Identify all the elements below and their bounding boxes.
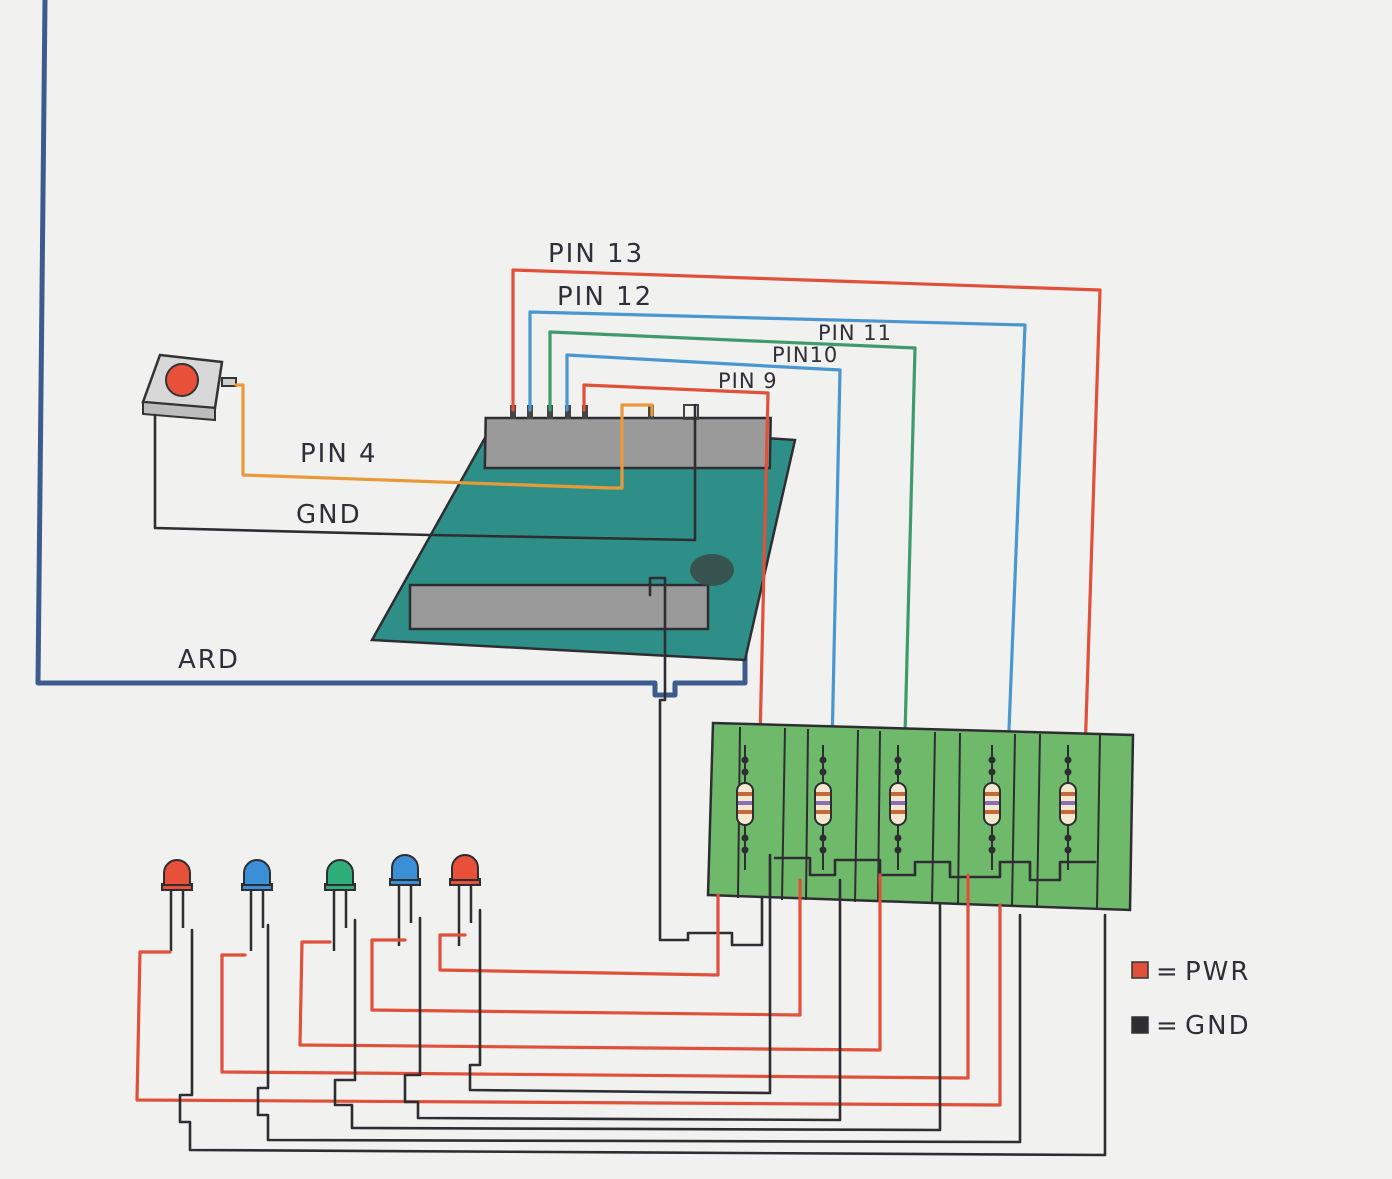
breadboard — [706, 721, 1135, 912]
chip — [690, 554, 734, 586]
label-pin10: PIN10 — [772, 343, 838, 367]
resistor-band — [891, 792, 905, 796]
button-gnd-wire — [153, 403, 697, 542]
breadboard-hole — [741, 834, 749, 842]
resistor-band — [738, 801, 752, 805]
led-wiring — [135, 853, 1107, 1157]
led-5 — [449, 854, 481, 946]
resistor-band — [985, 792, 999, 796]
pin4-wire — [234, 383, 654, 490]
label-gnd: GND — [296, 500, 362, 530]
legend: = PWR = GND — [1131, 957, 1251, 1041]
push-button[interactable] — [141, 353, 237, 422]
resistor-5 — [1059, 745, 1077, 870]
breadboard-hole — [894, 834, 902, 842]
legend-text-pwr: PWR — [1185, 957, 1250, 987]
board-gnd-wire — [648, 576, 792, 947]
led-4 — [389, 854, 421, 946]
resistor-band — [891, 810, 905, 814]
digital-header — [483, 416, 772, 470]
breadboard-hole — [894, 768, 902, 776]
resistor-4 — [983, 745, 1001, 870]
breadboard-hole — [1064, 846, 1072, 854]
label-ard: ARD — [178, 645, 240, 675]
resistor-band — [738, 810, 752, 814]
breadboard-hole — [988, 756, 996, 764]
breadboard-hole — [988, 846, 996, 854]
breadboard-hole — [1064, 756, 1072, 764]
led-dome — [163, 859, 191, 886]
breadboard-hole — [819, 846, 827, 854]
arduino-board — [369, 404, 797, 662]
led-3 — [324, 859, 356, 951]
resistor-band — [1061, 792, 1075, 796]
led-dome — [326, 859, 354, 886]
pin11-wire — [548, 330, 917, 737]
legend-item-gnd: = GND — [1131, 1011, 1251, 1041]
breadboard-hole — [741, 768, 749, 776]
led-dome — [451, 854, 479, 881]
led-dome — [243, 859, 271, 886]
resistor-1 — [736, 745, 754, 870]
legend-swatch-gnd — [1131, 1016, 1149, 1034]
label-pin13: PIN 13 — [548, 239, 644, 269]
resistor-band — [1061, 801, 1075, 805]
resistor-band — [985, 801, 999, 805]
led-dome — [391, 854, 419, 881]
breadboard-hole — [894, 846, 902, 854]
label-pin9: PIN 9 — [718, 369, 778, 393]
legend-eq-pwr: = — [1156, 957, 1180, 987]
breadboard-hole — [1064, 834, 1072, 842]
legend-eq-gnd: = — [1156, 1011, 1180, 1041]
pin13-wire — [511, 268, 1102, 757]
led-2 — [241, 859, 273, 951]
analog-header — [408, 583, 710, 631]
resistors — [736, 745, 1077, 870]
label-pin4: PIN 4 — [300, 439, 378, 469]
leds — [161, 854, 481, 951]
resistor-band — [816, 792, 830, 796]
led-1 — [161, 859, 193, 951]
resistor-band — [1061, 810, 1075, 814]
breadboard-hole — [819, 768, 827, 776]
breadboard-hole — [741, 756, 749, 764]
breadboard-hole — [1064, 768, 1072, 776]
resistor-2 — [814, 745, 832, 870]
breadboard-hole — [988, 768, 996, 776]
breadboard-hole — [988, 834, 996, 842]
breadboard-columns — [737, 726, 1101, 909]
breadboard-hole — [819, 756, 827, 764]
label-pin12: PIN 12 — [557, 282, 653, 312]
breadboard-hole — [741, 846, 749, 854]
legend-swatch-pwr — [1131, 961, 1149, 979]
resistor-band — [816, 810, 830, 814]
breadboard-hole — [819, 834, 827, 842]
pin10-wire — [565, 353, 842, 750]
resistor-band — [738, 792, 752, 796]
button-cap — [165, 363, 199, 397]
resistor-band — [985, 810, 999, 814]
label-pin11: PIN 11 — [818, 321, 892, 345]
pin12-wire — [528, 310, 1027, 757]
resistor-band — [816, 801, 830, 805]
legend-text-gnd: GND — [1185, 1011, 1251, 1041]
resistor-3 — [889, 745, 907, 870]
breadboard-hole — [894, 756, 902, 764]
legend-item-pwr: = PWR — [1131, 957, 1250, 987]
pin9-wire — [582, 383, 770, 742]
resistor-band — [891, 801, 905, 805]
